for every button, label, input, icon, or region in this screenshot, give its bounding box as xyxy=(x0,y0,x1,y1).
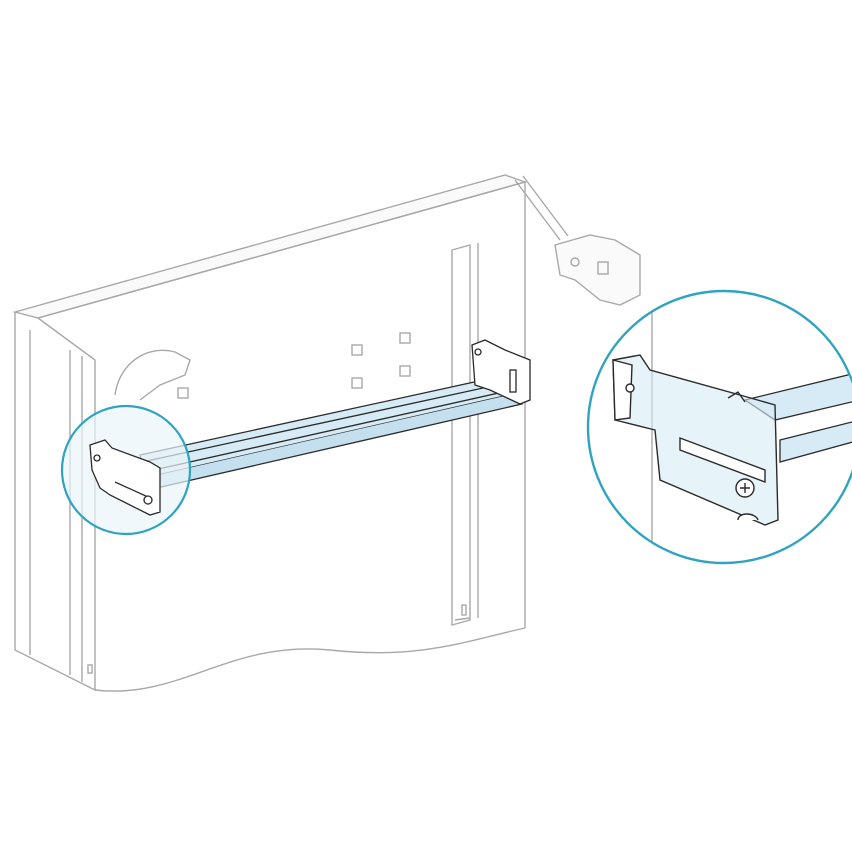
enclosure xyxy=(12,174,641,692)
bracket-right xyxy=(471,339,531,405)
bracket-left xyxy=(89,439,161,516)
mounting-rail xyxy=(139,371,523,491)
detail-bracket xyxy=(612,354,779,526)
detail-callout-large xyxy=(586,289,852,565)
detail-callout-small xyxy=(60,404,192,536)
